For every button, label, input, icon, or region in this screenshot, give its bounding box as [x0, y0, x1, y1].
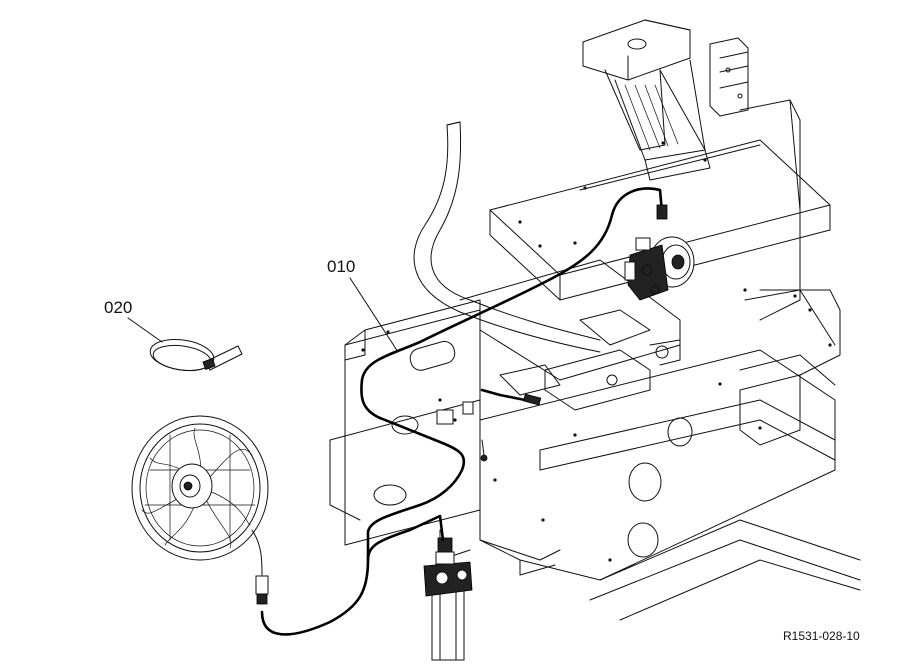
reference-code: R1531-028-10 — [783, 629, 860, 643]
callout-020: 020 — [104, 298, 163, 343]
callout-label-020: 020 — [104, 298, 132, 317]
wiring-harness — [260, 187, 668, 636]
leader-line-020 — [127, 317, 163, 343]
leader-line-010 — [349, 277, 399, 353]
callout-010: 010 — [327, 257, 399, 353]
fan-motor-icon — [131, 415, 269, 605]
hose-pipe — [413, 121, 601, 353]
cable-tie-icon — [149, 338, 243, 372]
receiver-drier-icon — [423, 537, 473, 661]
compressor-icon — [624, 236, 695, 301]
callout-label-010: 010 — [327, 257, 355, 276]
machine-frame — [329, 19, 861, 621]
